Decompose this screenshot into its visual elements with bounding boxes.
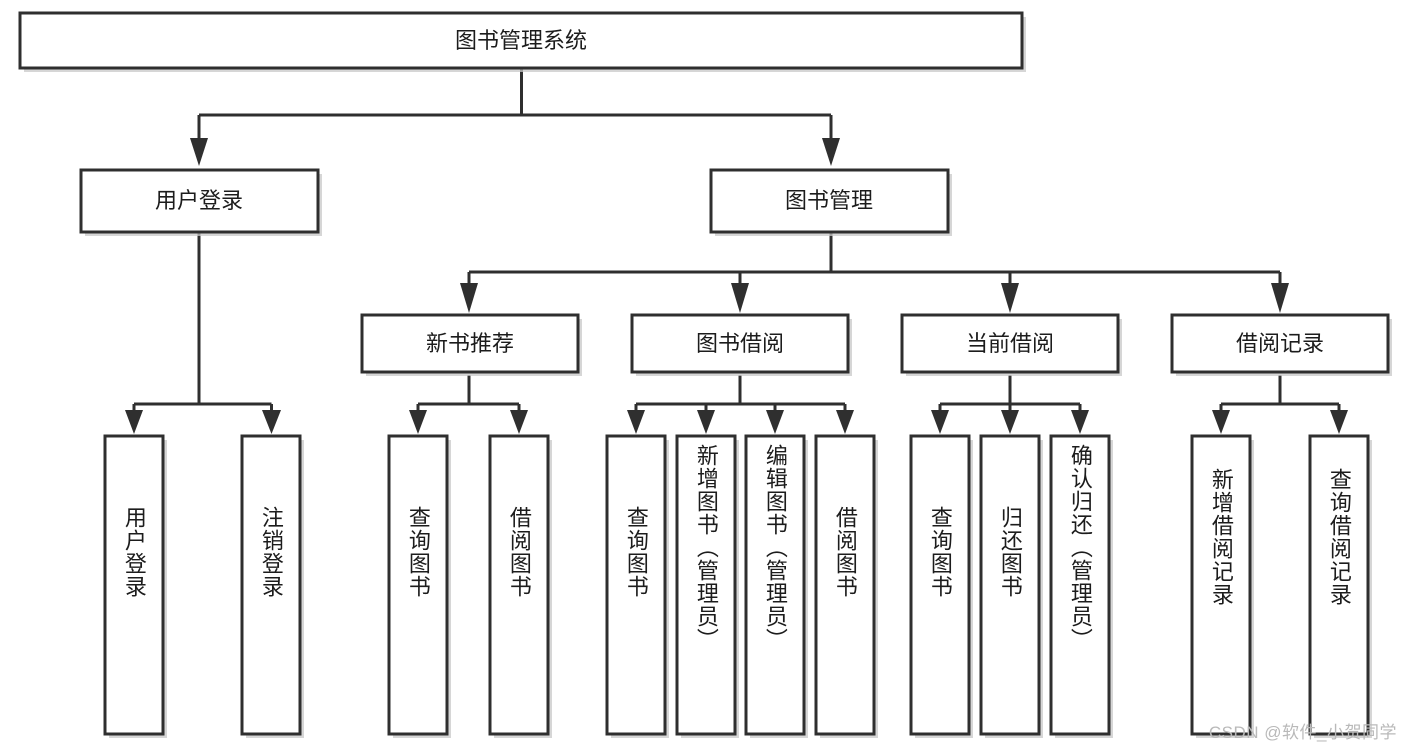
arrowhead-borrow-record-leaf-1 bbox=[1330, 410, 1348, 434]
arrowhead-current-borrow-leaf-2 bbox=[1071, 410, 1089, 434]
arrowhead-book-borrow-leaf-1 bbox=[697, 410, 715, 434]
arrowhead-current-borrow-leaf-1 bbox=[1001, 410, 1019, 434]
arrowhead-user-login-leaf-1 bbox=[262, 410, 281, 434]
arrowhead-new-book-leaf-0 bbox=[409, 410, 427, 434]
arrowhead-current-borrow bbox=[1001, 283, 1019, 313]
leaf-new-book-1-box[interactable] bbox=[488, 434, 550, 736]
arrowhead-borrow-record bbox=[1271, 283, 1289, 313]
node-user-login-box[interactable] bbox=[79, 168, 320, 234]
arrowhead-user-login bbox=[190, 138, 208, 166]
node-book-manage-label: 图书管理 bbox=[785, 188, 873, 213]
arrowhead-current-borrow-leaf-0 bbox=[931, 410, 949, 434]
node-book-borrow-box[interactable] bbox=[630, 313, 850, 374]
arrowhead-book-borrow-leaf-0 bbox=[627, 410, 645, 434]
arrowhead-borrow-record-leaf-0 bbox=[1212, 410, 1230, 434]
leaf-new-book-0-box[interactable] bbox=[387, 434, 449, 736]
leaf-user-login-0-box[interactable] bbox=[103, 434, 165, 736]
leaf-user-login-1-box[interactable] bbox=[240, 434, 302, 736]
leaf-current-borrow-1-box[interactable] bbox=[979, 434, 1041, 736]
node-root-label: 图书管理系统 bbox=[455, 28, 587, 53]
edges-layer bbox=[125, 68, 1348, 434]
nodes-layer: 图书管理系统 用户登录 图书管理 新书推荐 图书借阅 当前借阅 借阅记录 bbox=[18, 11, 1392, 738]
leaf-book-borrow-3-box[interactable] bbox=[814, 434, 876, 736]
arrowhead-new-book bbox=[460, 283, 478, 313]
node-new-book-box[interactable] bbox=[360, 313, 580, 374]
csdn-watermark: CSDN @软件_小贺同学 bbox=[1208, 723, 1397, 742]
node-borrow-record-box[interactable] bbox=[1170, 313, 1390, 374]
leaf-book-borrow-2-box[interactable] bbox=[744, 434, 806, 736]
node-borrow-record-label: 借阅记录 bbox=[1236, 331, 1324, 356]
leaf-borrow-record-0-box[interactable] bbox=[1190, 434, 1252, 736]
leaf-current-borrow-0-box[interactable] bbox=[909, 434, 971, 736]
arrowhead-book-borrow bbox=[731, 283, 749, 313]
node-root-box[interactable] bbox=[18, 11, 1024, 70]
node-current-borrow-label: 当前借阅 bbox=[966, 331, 1054, 356]
leaf-current-borrow-2-box[interactable] bbox=[1049, 434, 1111, 736]
arrowhead-book-manage bbox=[822, 138, 840, 166]
leaf-borrow-record-1-box[interactable] bbox=[1308, 434, 1370, 736]
leaf-book-borrow-0-box[interactable] bbox=[605, 434, 667, 736]
node-current-borrow-box[interactable] bbox=[900, 313, 1120, 374]
leaf-book-borrow-1-box[interactable] bbox=[675, 434, 737, 736]
node-user-login-label: 用户登录 bbox=[155, 188, 243, 213]
arrowhead-new-book-leaf-1 bbox=[510, 410, 528, 434]
arrowhead-book-borrow-leaf-3 bbox=[836, 410, 854, 434]
arrowhead-book-borrow-leaf-2 bbox=[766, 410, 784, 434]
arrowhead-user-login-leaf-0 bbox=[125, 410, 143, 434]
node-new-book-label: 新书推荐 bbox=[426, 331, 514, 356]
node-book-borrow-label: 图书借阅 bbox=[696, 331, 784, 356]
node-book-manage-box[interactable] bbox=[709, 168, 950, 234]
